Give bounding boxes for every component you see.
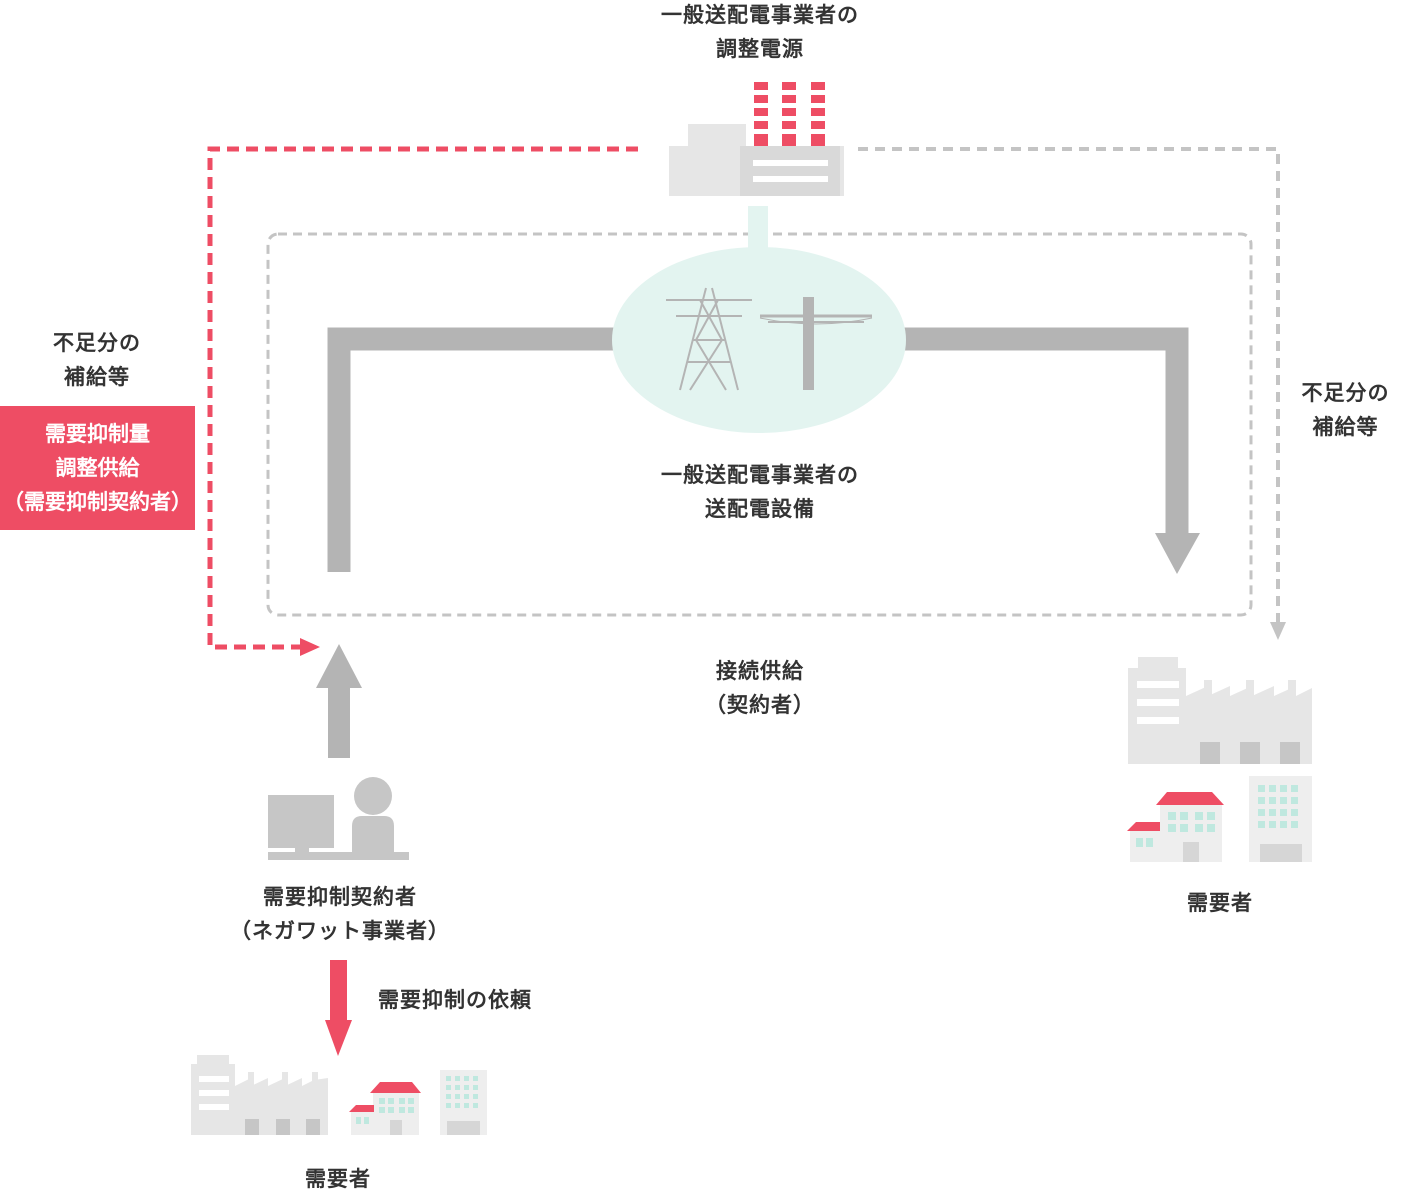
factory-icon bbox=[1128, 657, 1312, 764]
operator-supply-arrow bbox=[316, 644, 362, 758]
operator-computer-icon bbox=[268, 777, 409, 860]
dr-request-arrow bbox=[325, 960, 352, 1056]
grid-equipment-label: 一般送配電事業者の 送配電設備 bbox=[661, 463, 859, 521]
consumer-label-bottom: 需要者 bbox=[305, 1167, 371, 1191]
dr-request-label: 需要抑制の依頼 bbox=[378, 988, 532, 1012]
consumer-label-right: 需要者 bbox=[1187, 891, 1253, 915]
dr-supply-badge: 需要抑制量 調整供給 （需要抑制契約者） bbox=[0, 406, 195, 530]
shortage-supply-label-left: 不足分の 補給等 bbox=[53, 331, 141, 389]
house-icon bbox=[349, 1082, 421, 1135]
adjust-source-label: 一般送配電事業者の 調整電源 bbox=[661, 3, 859, 61]
plant-grid-connector bbox=[748, 206, 768, 248]
chimney-stripes bbox=[754, 82, 825, 146]
office-building-icon bbox=[1249, 776, 1312, 862]
office-building-icon bbox=[440, 1070, 487, 1135]
red-dashed-supply-line bbox=[207, 146, 638, 656]
negawatt-operator-label: 需要抑制契約者 （ネガワット事業者） bbox=[230, 885, 450, 943]
consumer-group-right bbox=[1127, 657, 1312, 862]
consumer-group-bottom bbox=[191, 1055, 487, 1135]
gray-dashed-supply-line bbox=[858, 147, 1286, 640]
house-icon bbox=[1127, 792, 1224, 862]
transmission-grid bbox=[612, 247, 906, 433]
power-plant-icon bbox=[669, 82, 844, 196]
transmission-tower-icon bbox=[666, 287, 752, 391]
utility-pole-icon bbox=[759, 297, 873, 390]
shortage-supply-label-right: 不足分の 補給等 bbox=[1301, 381, 1390, 439]
connection-supply-label: 接続供給 （契約者） bbox=[705, 659, 815, 717]
factory-icon bbox=[191, 1055, 328, 1135]
